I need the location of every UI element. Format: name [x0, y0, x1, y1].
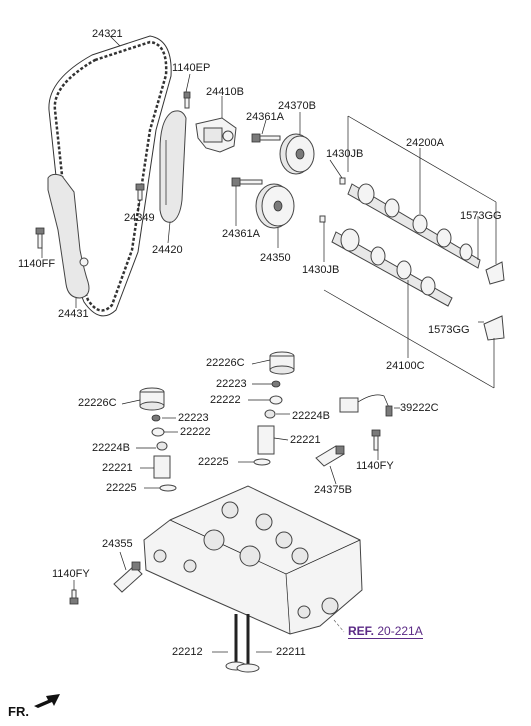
timing-chain: [48, 35, 172, 317]
retainer-22222-left: [151, 427, 165, 437]
label-22223-top: 22223: [216, 378, 247, 390]
camshaft-intake: [331, 228, 453, 307]
retainer-lock-22223-left: [151, 414, 161, 422]
tappet-22226c-left: [139, 387, 165, 411]
oil-control-valve-24355: [113, 561, 143, 593]
camshaft-sprocket-upper: [279, 133, 315, 175]
bolt-1140ff: [35, 227, 45, 249]
reference-link[interactable]: REF. 20-221A: [348, 624, 423, 639]
spring-22221-left: [153, 455, 171, 479]
reference-prefix: REF.: [348, 624, 375, 638]
seal-22224b-top: [264, 409, 276, 419]
bolt-24361a-upper: [251, 133, 281, 143]
label-39222c: 39222C: [400, 402, 439, 414]
seal-22224b-left: [156, 441, 168, 451]
camshaft-exhaust: [347, 183, 481, 269]
bolt-24361a-lower: [231, 177, 263, 187]
label-24361a-top: 24361A: [246, 111, 284, 123]
seat-22225-left: [159, 484, 177, 492]
bolt-24349: [135, 183, 145, 201]
label-22212: 22212: [172, 646, 203, 658]
label-24355: 24355: [102, 538, 133, 550]
bolt-1140ep: [183, 91, 191, 109]
label-22225-left: 22225: [106, 482, 137, 494]
bolt-1140fy-left: [69, 589, 79, 605]
label-22224b-left: 22224B: [92, 442, 130, 454]
camshaft-sprocket-lower: [255, 183, 295, 229]
cap-1573gg-top: [485, 261, 505, 285]
label-24100c: 24100C: [386, 360, 425, 372]
label-1573gg-mid: 1573GG: [428, 324, 470, 336]
label-22224b-top: 22224B: [292, 410, 330, 422]
label-22222-top: 22222: [210, 394, 241, 406]
label-1140ff: 1140FF: [18, 258, 56, 270]
label-1140fy-left: 1140FY: [52, 568, 90, 580]
spring-22221-right: [257, 425, 275, 455]
front-direction-label: FR.: [8, 704, 29, 719]
valve-22211: [236, 614, 260, 673]
chain-guide: [159, 110, 187, 223]
retainer-lock-22223-top: [271, 380, 281, 388]
label-24420: 24420: [152, 244, 183, 256]
retainer-22222-top: [269, 395, 283, 405]
dowel-pins: [319, 177, 346, 223]
label-1140ep: 1140EP: [172, 62, 211, 74]
label-1140fy-right: 1140FY: [356, 460, 394, 472]
label-22211: 22211: [276, 646, 306, 658]
label-22222-left: 22222: [180, 426, 211, 438]
cap-1573gg-mid: [483, 315, 505, 341]
label-22223-left: 22223: [178, 412, 209, 424]
label-22221-left: 22221: [102, 462, 133, 474]
label-24361a-mid: 24361A: [222, 228, 260, 240]
label-22225-mid: 22225: [198, 456, 229, 468]
label-24200a: 24200A: [406, 137, 444, 149]
label-24410b: 24410B: [206, 86, 244, 98]
label-22226c-left: 22226C: [78, 397, 117, 409]
label-22226c-top: 22226C: [206, 357, 245, 369]
label-22221-right: 22221: [290, 434, 321, 446]
label-24350: 24350: [260, 252, 291, 264]
seat-22225-mid: [253, 458, 271, 466]
bolt-1140fy-right: [371, 429, 381, 451]
label-24321: 24321: [92, 28, 123, 40]
label-24431: 24431: [58, 308, 89, 320]
label-24349: 24349: [124, 212, 155, 224]
label-24375b: 24375B: [314, 484, 352, 496]
tensioner-lever: [47, 173, 90, 299]
reference-number: 20-221A: [377, 624, 423, 638]
cam-position-sensor: [339, 394, 393, 417]
front-direction-arrow-icon: [34, 694, 60, 708]
oil-control-valve-24375b: [315, 445, 345, 467]
label-1573gg-top: 1573GG: [460, 210, 502, 222]
tappet-22226c-top: [269, 351, 295, 375]
cylinder-head: [143, 485, 363, 635]
label-24370b: 24370B: [278, 100, 316, 112]
label-1430jb-top: 1430JB: [326, 148, 364, 160]
valve-22212: [225, 614, 247, 671]
label-1430jb-mid: 1430JB: [302, 264, 340, 276]
chain-tensioner: [195, 117, 237, 153]
